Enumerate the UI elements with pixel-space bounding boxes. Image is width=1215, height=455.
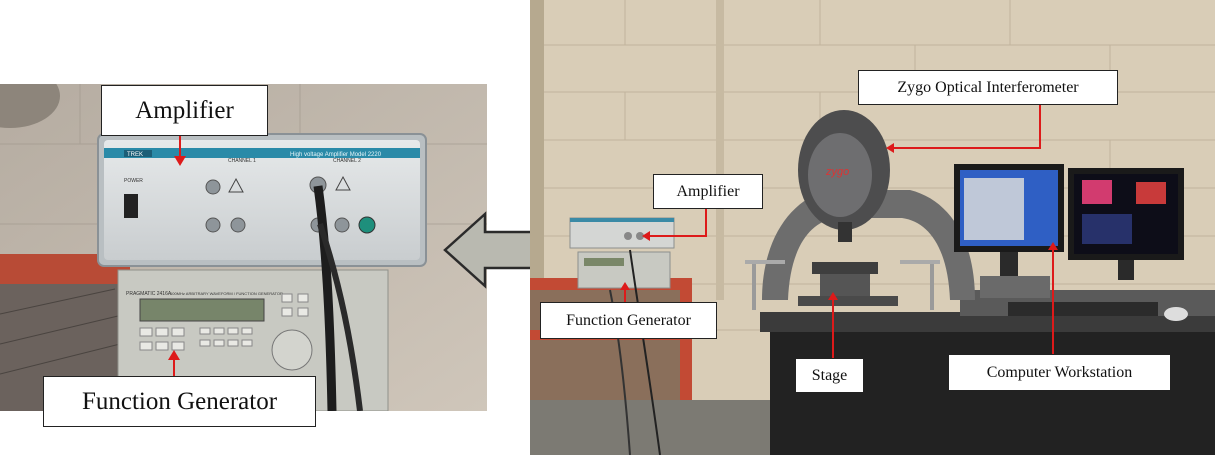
label-stage: Stage xyxy=(795,358,864,393)
label-computer-workstation-text: Computer Workstation xyxy=(986,363,1133,381)
right-photo: zygo xyxy=(530,0,1215,455)
amp-brand-text: TREK xyxy=(127,152,143,158)
label-zygo: Zygo Optical Interferometer xyxy=(858,70,1118,105)
zygo-logo-text: zygo xyxy=(825,166,849,178)
label-function-generator-right: Function Generator xyxy=(540,302,717,339)
label-amplifier-left-text: Amplifier xyxy=(135,96,234,124)
amp-header-text: High voltage Amplifier Model 2220 xyxy=(290,152,382,158)
label-computer-workstation: Computer Workstation xyxy=(948,354,1171,391)
amp-channel2-text: CHANNEL 2 xyxy=(333,158,361,164)
stage-device xyxy=(812,262,878,274)
fg-keys xyxy=(139,293,309,351)
label-stage-text: Stage xyxy=(811,366,848,384)
amp-channel1-text: CHANNEL 1 xyxy=(228,158,256,164)
label-amplifier-right: Amplifier xyxy=(653,174,763,209)
label-amplifier-right-text: Amplifier xyxy=(676,182,740,200)
amp-power-text: POWER xyxy=(124,178,143,184)
fg-subtitle-text: 100MHz ARBITRARY WAVEFORM / FUNCTION GEN… xyxy=(170,291,283,296)
label-zygo-text: Zygo Optical Interferometer xyxy=(897,78,1079,96)
label-function-generator-right-text: Function Generator xyxy=(566,311,691,329)
fg-dial xyxy=(271,329,313,371)
amp-power-switch xyxy=(124,194,138,218)
amp-small xyxy=(569,217,675,249)
fg-small xyxy=(577,251,671,289)
label-function-generator-left-text: Function Generator xyxy=(81,387,278,415)
label-amplifier-left: Amplifier xyxy=(101,85,268,136)
fg-display xyxy=(139,298,265,322)
label-function-generator-left: Function Generator xyxy=(43,376,316,427)
right-photo-scene: zygo xyxy=(530,0,1215,455)
fg-brand-text: PRAGMATIC 2416A xyxy=(126,291,172,297)
